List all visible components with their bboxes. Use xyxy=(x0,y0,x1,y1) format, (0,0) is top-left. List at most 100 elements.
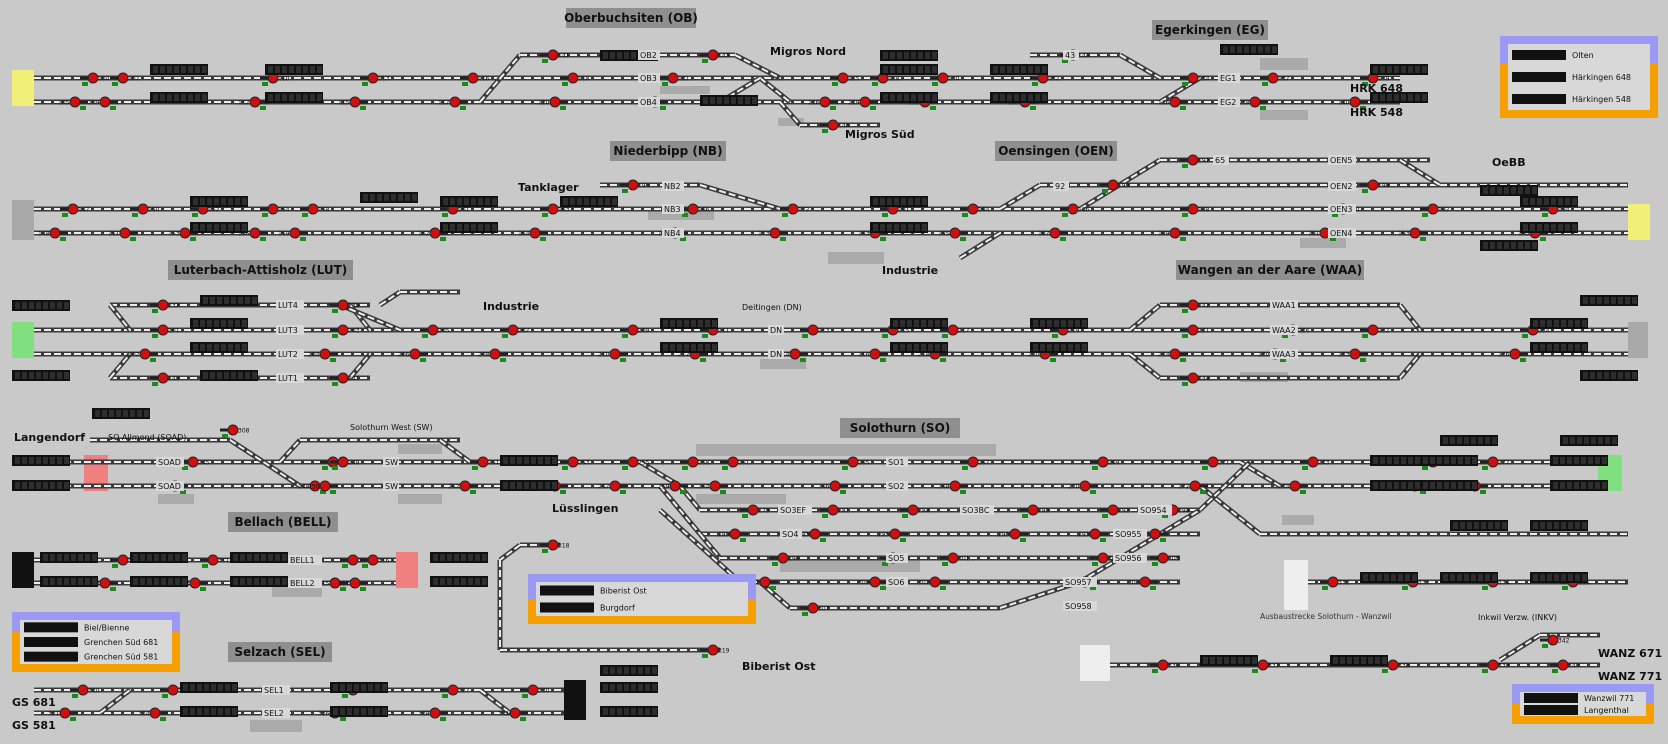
train-number-field[interactable] xyxy=(200,295,258,306)
nav-box-entry[interactable]: Olten xyxy=(1572,51,1594,60)
signal[interactable]: 267 xyxy=(960,456,990,470)
train-number-field[interactable] xyxy=(1580,295,1638,306)
signal[interactable]: 164 xyxy=(518,227,548,241)
train-number-field[interactable] xyxy=(12,455,70,466)
signal[interactable]: 125 xyxy=(830,72,860,86)
signal-lamp[interactable] xyxy=(1189,480,1201,492)
signal[interactable]: 126 xyxy=(808,96,838,110)
train-number-field[interactable] xyxy=(92,408,150,419)
signal-lamp[interactable] xyxy=(837,72,849,84)
signal[interactable]: 317 xyxy=(338,577,368,591)
nav-box-entry[interactable]: Biberist Ost xyxy=(600,587,647,596)
signal-lamp[interactable] xyxy=(349,577,361,589)
train-number-box[interactable] xyxy=(1512,50,1566,60)
signal[interactable]: 251 xyxy=(470,456,500,470)
signal-lamp[interactable] xyxy=(349,96,361,108)
signal-lamp[interactable] xyxy=(117,554,129,566)
signal-lamp[interactable] xyxy=(337,299,349,311)
signal-lamp[interactable] xyxy=(119,227,131,239)
signal-lamp[interactable] xyxy=(747,504,759,516)
signal-lamp[interactable] xyxy=(227,424,239,436)
signal-lamp[interactable] xyxy=(137,203,149,215)
signal-lamp[interactable] xyxy=(157,324,169,336)
signal-lamp[interactable] xyxy=(907,504,919,516)
signal[interactable]: 213 xyxy=(800,324,830,338)
train-number-field[interactable] xyxy=(990,64,1048,75)
train-number-field[interactable] xyxy=(1440,435,1498,446)
signal[interactable]: 261 xyxy=(720,456,750,470)
signal[interactable]: 268 xyxy=(938,480,968,494)
train-number-field[interactable] xyxy=(1480,185,1538,196)
signal[interactable]: 336 xyxy=(1150,659,1180,673)
train-number-field[interactable] xyxy=(500,480,558,491)
train-number-field[interactable] xyxy=(1530,342,1588,353)
train-number-box[interactable] xyxy=(1512,94,1566,104)
train-number-field[interactable] xyxy=(40,552,98,563)
signal-lamp[interactable] xyxy=(929,576,941,588)
signal[interactable]: 208 xyxy=(478,348,508,362)
train-number-field[interactable] xyxy=(1200,655,1258,666)
signal[interactable]: 206 xyxy=(398,348,428,362)
train-number-box[interactable] xyxy=(1512,72,1566,82)
signal[interactable]: 284 xyxy=(900,504,930,518)
signal[interactable]: 121 xyxy=(660,72,690,86)
signal-lamp[interactable] xyxy=(49,227,61,239)
signal-lamp[interactable] xyxy=(609,348,621,360)
signal-lamp[interactable] xyxy=(1049,227,1061,239)
signal-lamp[interactable] xyxy=(1487,659,1499,671)
signal-lamp[interactable] xyxy=(249,227,261,239)
signal[interactable]: 283 xyxy=(798,528,828,542)
signal[interactable]: 327 xyxy=(440,684,470,698)
train-number-field[interactable] xyxy=(12,480,70,491)
signal[interactable]: 216 xyxy=(858,348,888,362)
signal-lamp[interactable] xyxy=(947,324,959,336)
signal[interactable]: 271 xyxy=(1200,456,1230,470)
signal-lamp[interactable] xyxy=(509,707,521,719)
signal-lamp[interactable] xyxy=(707,49,719,61)
signal-lamp[interactable] xyxy=(1187,72,1199,84)
nav-box-entry[interactable]: Härkingen 648 xyxy=(1572,73,1631,82)
train-number-field[interactable] xyxy=(700,95,758,106)
train-number-box[interactable] xyxy=(1524,693,1578,703)
signal[interactable]: 280 xyxy=(718,528,748,542)
signal-lamp[interactable] xyxy=(1557,659,1569,671)
signal[interactable]: 143 xyxy=(700,49,730,63)
train-number-field[interactable] xyxy=(360,192,418,203)
train-number-field[interactable] xyxy=(150,92,208,103)
train-number-field[interactable] xyxy=(330,682,388,693)
train-number-field[interactable] xyxy=(1550,455,1608,466)
signal-lamp[interactable] xyxy=(1187,299,1199,311)
signal[interactable]: 332 xyxy=(1320,576,1350,590)
signal[interactable]: 320 xyxy=(70,684,100,698)
signal[interactable]: 120 xyxy=(538,96,568,110)
signal-lamp[interactable] xyxy=(337,372,349,384)
signal[interactable]: 196 xyxy=(620,179,650,193)
signal-lamp[interactable] xyxy=(1149,528,1161,540)
nav-box-entry[interactable]: Grenchen Süd 581 xyxy=(84,653,158,662)
signal[interactable]: 249 xyxy=(330,456,360,470)
signal[interactable]: 189 xyxy=(1158,227,1188,241)
train-number-box[interactable] xyxy=(1524,705,1578,715)
signal-lamp[interactable] xyxy=(1187,372,1199,384)
signal[interactable]: 139 xyxy=(1360,72,1390,86)
signal[interactable]: 151 xyxy=(108,227,138,241)
signal-lamp[interactable] xyxy=(809,528,821,540)
signal[interactable]: 318 xyxy=(540,539,570,553)
signal-lamp[interactable] xyxy=(667,72,679,84)
train-number-field[interactable] xyxy=(12,370,70,381)
signal-lamp[interactable] xyxy=(1097,456,1109,468)
signal-lamp[interactable] xyxy=(367,554,379,566)
signal-lamp[interactable] xyxy=(67,203,79,215)
signal-lamp[interactable] xyxy=(249,96,261,108)
signal-lamp[interactable] xyxy=(789,348,801,360)
signal[interactable]: 306 xyxy=(1128,576,1158,590)
signal-lamp[interactable] xyxy=(827,504,839,516)
train-number-field[interactable] xyxy=(265,92,323,103)
train-number-field[interactable] xyxy=(880,92,938,103)
train-number-field[interactable] xyxy=(1520,222,1578,233)
signal[interactable]: 340 xyxy=(1550,659,1580,673)
signal[interactable]: 238 xyxy=(330,299,360,313)
signal[interactable]: 281 xyxy=(820,504,850,518)
signal-lamp[interactable] xyxy=(787,203,799,215)
